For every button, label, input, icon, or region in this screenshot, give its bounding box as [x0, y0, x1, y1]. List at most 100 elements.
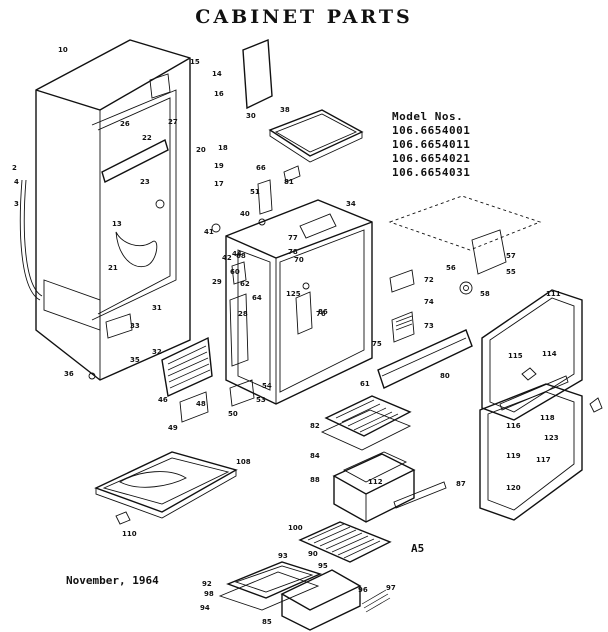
part-label: 78	[288, 248, 298, 256]
part-label: 10	[58, 46, 68, 54]
part-label: 4	[14, 178, 19, 186]
model-heading: Model Nos.	[392, 110, 464, 123]
part-label: 75	[372, 340, 382, 348]
part-label: 14	[212, 70, 222, 78]
part-label: 74	[424, 298, 434, 306]
part-label: 44	[232, 250, 242, 258]
inner-liner	[225, 199, 373, 405]
part-label: 3	[14, 200, 19, 208]
part-label: 96	[358, 586, 368, 594]
part-label: 61	[360, 380, 370, 388]
drawer-pan-93	[218, 561, 391, 631]
part-label: 93	[278, 552, 288, 560]
part-label: 38	[280, 106, 290, 114]
part-label: 60	[230, 268, 240, 276]
part-label: 123	[544, 434, 559, 442]
part-label: 110	[122, 530, 137, 538]
part-label: 50	[228, 410, 238, 418]
shelf-38	[268, 109, 364, 163]
rail-87	[393, 481, 447, 509]
grille-46	[161, 336, 213, 398]
part-label: 81	[284, 178, 294, 186]
part-label: 64	[252, 294, 262, 302]
part-label: 57	[506, 252, 516, 260]
part-label: 20	[196, 146, 206, 154]
part-label: 73	[424, 322, 434, 330]
part-label: 54	[262, 382, 272, 390]
part-label: 85	[262, 618, 272, 626]
page-title: CABINET PARTS	[195, 6, 413, 28]
part-label: 17	[214, 180, 224, 188]
part-label: 88	[310, 476, 320, 484]
doors	[479, 289, 583, 521]
part-label: 18	[218, 144, 228, 152]
part-label: 120	[506, 484, 521, 492]
part-label: 49	[168, 424, 178, 432]
part-label: 32	[152, 348, 162, 356]
part-label: 41	[204, 228, 214, 236]
part-label: 51	[250, 188, 260, 196]
part-label: 15	[190, 58, 200, 66]
part-label: 94	[200, 604, 210, 612]
part-label: 19	[214, 162, 224, 170]
issue-date: November, 1964	[66, 574, 159, 587]
part-label: 111	[546, 290, 561, 298]
part-label: 58	[480, 290, 490, 298]
part-label: 33	[130, 322, 140, 330]
part-label: 26	[120, 120, 130, 128]
part-label: 13	[112, 220, 122, 228]
hinge-assembly	[388, 195, 542, 295]
part-label: 87	[456, 480, 466, 488]
part-label: 35	[130, 356, 140, 364]
part-label: 16	[214, 90, 224, 98]
part-label: 42	[222, 254, 232, 262]
model-number: 106.6654001	[392, 124, 471, 137]
part-label: 114	[542, 350, 557, 358]
part-label: 31	[152, 304, 162, 312]
part-label: 29	[212, 278, 222, 286]
part-label: 117	[536, 456, 551, 464]
part-label: 125	[286, 290, 301, 298]
part-label: 118	[540, 414, 555, 422]
brackets	[179, 379, 255, 423]
part-label: 100	[288, 524, 303, 532]
part-label: 36	[64, 370, 74, 378]
hardware-parts	[88, 165, 603, 525]
crisper-tray-108	[94, 451, 238, 519]
drawer-cover-82	[320, 395, 412, 451]
part-label: 68	[236, 252, 246, 260]
part-label: 53	[256, 396, 266, 404]
part-label: 115	[508, 352, 523, 360]
part-label: 46	[158, 396, 168, 404]
part-label: 40	[240, 210, 250, 218]
panel-30	[242, 38, 273, 110]
part-label: 84	[310, 452, 320, 460]
part-label: 112	[368, 478, 383, 486]
evaporator-parts	[115, 179, 337, 367]
part-label: 56	[446, 264, 456, 272]
part-label: 119	[506, 452, 521, 460]
part-label: 30	[246, 112, 256, 120]
part-label: 86	[318, 308, 328, 316]
part-label: 116	[506, 422, 521, 430]
part-label: 28	[238, 310, 248, 318]
part-label: 77	[288, 234, 298, 242]
page-code: A5	[411, 542, 425, 555]
part-label: 72	[424, 276, 434, 284]
part-label: 95	[318, 562, 328, 570]
trim-strip-80	[377, 329, 473, 389]
part-label: 22	[142, 134, 152, 142]
part-label: 21	[108, 264, 118, 272]
part-label: 55	[506, 268, 516, 276]
drawer-88	[332, 451, 416, 523]
part-label: 98	[204, 590, 214, 598]
part-label: 23	[140, 178, 150, 186]
part-label: 70	[294, 256, 304, 264]
part-label: 80	[440, 372, 450, 380]
part-label: 66	[256, 164, 266, 172]
model-number: 106.6654031	[392, 166, 471, 179]
part-label: 92	[202, 580, 212, 588]
model-number: 106.6654011	[392, 138, 471, 151]
part-label: 76	[316, 310, 326, 318]
